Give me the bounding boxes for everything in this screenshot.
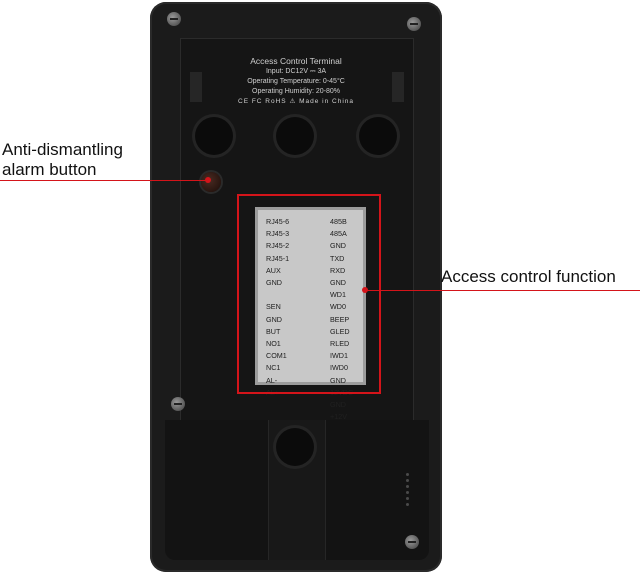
access-callout-dot bbox=[362, 287, 368, 293]
terminal-pin-left: NC1 bbox=[266, 363, 281, 373]
terminal-pin-left: RJ45-6 bbox=[266, 217, 290, 226]
terminal-pin-left: GND bbox=[266, 278, 282, 288]
access-callout-label: Access control function bbox=[441, 267, 616, 286]
terminal-pin-left: NO1 bbox=[266, 339, 281, 349]
access-highlight-box bbox=[237, 194, 381, 394]
terminal-pin-right: BEEP bbox=[330, 314, 350, 324]
screw-icon bbox=[171, 397, 185, 411]
tamper-callout-label: Anti-dismantling alarm button bbox=[2, 140, 123, 180]
terminal-pin-right: GND bbox=[330, 278, 346, 288]
terminal-pin-right: GND bbox=[330, 241, 346, 251]
terminal-pin-left: AL- bbox=[266, 375, 278, 385]
terminal-pin-right: GND bbox=[330, 375, 346, 385]
terminal-pin-left: RJ45-1 bbox=[266, 253, 290, 263]
terminal-pin-right: IWD1 bbox=[330, 351, 348, 361]
mount-hole bbox=[276, 117, 314, 155]
speaker-grille bbox=[404, 470, 416, 510]
tamper-callout-dot bbox=[205, 177, 211, 183]
terminal-pin-left: BUT bbox=[266, 326, 281, 336]
mount-hole bbox=[195, 117, 233, 155]
screw-icon bbox=[167, 12, 181, 26]
terminal-pin-left: RJ45-3 bbox=[266, 229, 290, 239]
tamper-callout-line1: Anti-dismantling bbox=[2, 140, 123, 159]
mount-tab bbox=[392, 72, 404, 102]
tamper-button bbox=[201, 172, 221, 192]
terminal-pin-left: GND bbox=[266, 314, 282, 324]
device-title: Access Control Terminal bbox=[250, 56, 342, 66]
terminal-pin-right: +12V bbox=[330, 412, 347, 422]
tamper-callout-line2: alarm button bbox=[2, 160, 97, 179]
terminal-pin-right: WD1 bbox=[330, 290, 346, 300]
terminal-pin-left: SEN bbox=[266, 302, 281, 312]
screw-icon bbox=[405, 535, 419, 549]
terminal-pin-right: TXD bbox=[330, 253, 345, 263]
terminal-pin-right: IWD0 bbox=[330, 363, 348, 373]
terminal-pin-right: GND bbox=[330, 400, 346, 410]
terminal-pin-right: WD0 bbox=[330, 302, 346, 312]
mount-hole bbox=[359, 117, 397, 155]
access-callout-line bbox=[365, 290, 640, 291]
spec-label: Access Control Terminal Input: DC12V ⎓ 3… bbox=[190, 55, 402, 127]
screw-icon bbox=[407, 17, 421, 31]
certification-marks: CE FC RoHS ⚠ Made in China bbox=[238, 98, 354, 105]
mount-tab bbox=[190, 72, 202, 102]
terminal-pin-left: COM1 bbox=[266, 351, 287, 361]
terminal-pin-left: AUX bbox=[266, 265, 281, 275]
terminal-pin-right: 485A bbox=[330, 229, 347, 239]
terminal-pin-right: RLED bbox=[330, 339, 350, 349]
tamper-callout-line bbox=[0, 180, 210, 181]
terminal-pin-right: GLED bbox=[330, 326, 350, 336]
terminal-pin-right: RXD bbox=[330, 265, 346, 275]
terminal-pin-left: RJ45-2 bbox=[266, 241, 290, 251]
spec-line: Input: DC12V ⎓ 3A bbox=[265, 68, 327, 75]
spec-line: Operating Temperature: 0-45°C bbox=[247, 78, 345, 85]
spec-line: Operating Humidity: 20-80% bbox=[252, 88, 340, 95]
terminal-pin-right: 485B bbox=[330, 217, 347, 226]
mount-hole bbox=[276, 428, 314, 466]
